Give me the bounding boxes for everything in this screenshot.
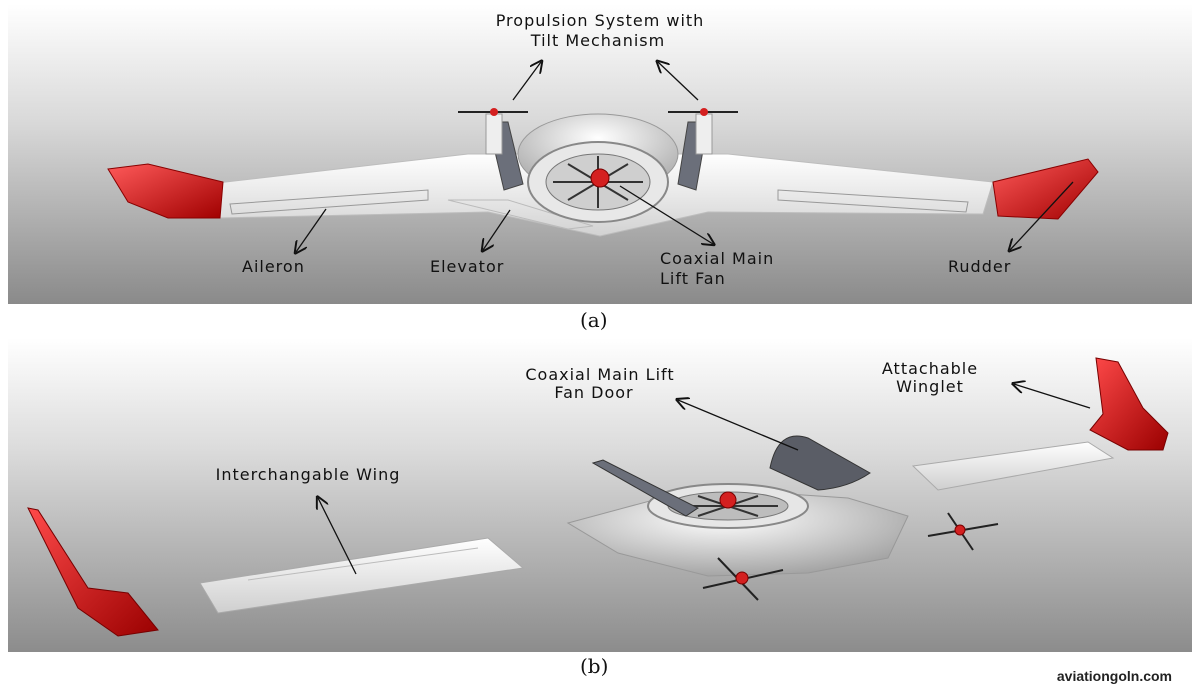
label-winglet-line2: Winglet (896, 377, 964, 396)
exploded-view-drawing: Coaxial Main Lift Fan Door Attachable Wi… (27, 357, 1169, 637)
label-coaxial-line2: Lift Fan (660, 269, 726, 288)
arrow-door (678, 400, 799, 451)
assembled-aircraft-drawing: Propulsion System with Tilt Mechanism Ai… (107, 11, 1099, 288)
elevator-surface-left (447, 199, 594, 230)
right-wing-section (911, 441, 1115, 491)
caption-a: (a) (580, 308, 608, 332)
fan-door (769, 435, 871, 491)
aileron-surface (229, 189, 429, 215)
label-door-line1: Coaxial Main Lift (525, 365, 674, 384)
arrow-propulsion-left (512, 62, 541, 101)
watermark: aviationgoln.com (1056, 668, 1172, 684)
label-aileron: Aileron (242, 257, 305, 276)
label-propulsion-line2: Tilt Mechanism (530, 31, 665, 50)
arrow-coaxial (619, 185, 713, 244)
detached-winglet-right (1089, 357, 1169, 451)
detached-winglet-left (27, 507, 159, 637)
arrow-aileron (296, 208, 327, 252)
winglet-right (992, 158, 1099, 220)
label-coaxial-line1: Coaxial Main (660, 249, 774, 268)
exploded-fan-hub (719, 491, 737, 509)
fan-hub (590, 168, 610, 188)
label-door-line2: Fan Door (554, 383, 633, 402)
arrow-winglet (1014, 384, 1091, 409)
label-wing: Interchangable Wing (216, 465, 401, 484)
arrow-wing (318, 498, 357, 575)
arrow-elevator (483, 209, 511, 250)
label-rudder: Rudder (948, 257, 1011, 276)
label-winglet-line1: Attachable (882, 359, 978, 378)
winglet-left (107, 163, 224, 219)
caption-b: (b) (580, 654, 609, 678)
interchangeable-wing (199, 537, 525, 614)
arrow-propulsion-right (658, 62, 699, 101)
arrow-rudder (1010, 181, 1074, 250)
label-elevator: Elevator (430, 257, 504, 276)
panel-b-exploded-view: Coaxial Main Lift Fan Door Attachable Wi… (8, 338, 1192, 652)
aileron-surface-right (777, 189, 969, 213)
panel-a-assembled-aircraft: Propulsion System with Tilt Mechanism Ai… (8, 4, 1192, 304)
tilt-fin (591, 459, 699, 517)
label-propulsion-line1: Propulsion System with (496, 11, 705, 30)
